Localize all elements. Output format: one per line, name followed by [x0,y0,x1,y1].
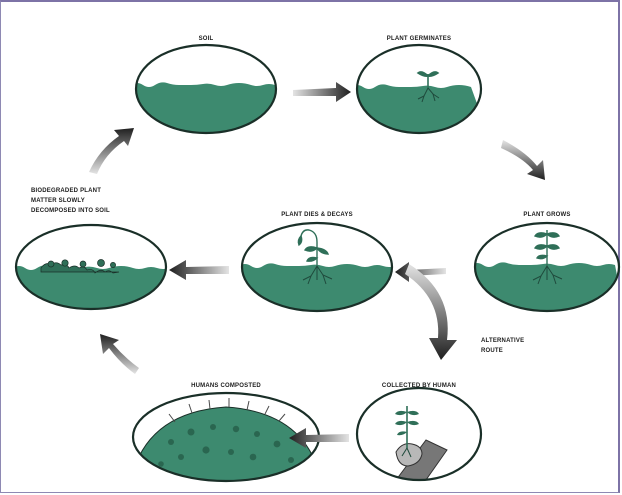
plant-icon [533,230,561,266]
stage-decomposed-label-line-1: BIODEGRADED PLANT [31,188,101,194]
arrow-right-icon [293,82,351,102]
arrow-down-right-icon [501,140,545,180]
roots-icon [302,265,333,285]
stage-germinates-label: PLANT GERMINATES [387,36,451,42]
stage-grows-label: PLANT GROWS [523,212,570,218]
stage-dies: PLANT DIES & DECAYS [240,212,394,313]
stage-soil-ellipse [134,43,278,135]
stage-dies-ellipse [240,221,394,313]
stage-decomposed-label-line-2: MATTER SLOWLY [31,198,85,204]
wilted-plant-icon [297,229,330,266]
arrow-left-icon [169,260,229,280]
stage-grows-ellipse [473,221,621,313]
roots-icon [417,87,440,103]
stage-germinates-ellipse [355,43,483,135]
stage-germinates: PLANT GERMINATES [355,36,483,135]
heat-lines-icon [168,398,286,423]
arrow-left-icon [289,428,349,448]
stage-soil-label: SOIL [199,36,214,42]
stage-soil: SOIL [134,36,278,135]
compost-pile-icon [133,406,319,481]
arrow-up-right-icon [89,128,134,174]
stage-dies-label: PLANT DIES & DECAYS [281,212,353,218]
stage-grows: PLANT GROWS [473,212,621,313]
stage-collected-label: COLLECTED BY HUMAN [382,383,456,389]
arrow-left-icon [395,262,446,282]
compost-texture [158,424,294,467]
stage-decomposed-ellipse [14,223,168,311]
stage-collected: COLLECTED BY HUMAN [355,383,483,482]
stage-decomposed-label-line-3: DECOMPOSED INTO SOIL [31,208,110,214]
roots-icon [532,265,563,285]
arrow-up-left-icon [100,334,139,374]
soil-fill [475,262,619,311]
hand-holding-plant-icon [395,406,448,480]
alternative-route-label-line-1: ALTERNATIVE [481,338,524,344]
stage-collected-ellipse [355,386,483,482]
stage-decomposed: BIODEGRADED PLANT MATTER SLOWLY DECOMPOS… [14,188,168,311]
alternative-route-arrow-icon [405,264,457,360]
stage-humans-compost-label: HUMANS COMPOSTED [191,383,261,389]
decomposing-matter-icon [40,259,120,274]
alternative-route-label-line-2: ROUTE [481,348,503,354]
seedling-icon [416,71,440,88]
